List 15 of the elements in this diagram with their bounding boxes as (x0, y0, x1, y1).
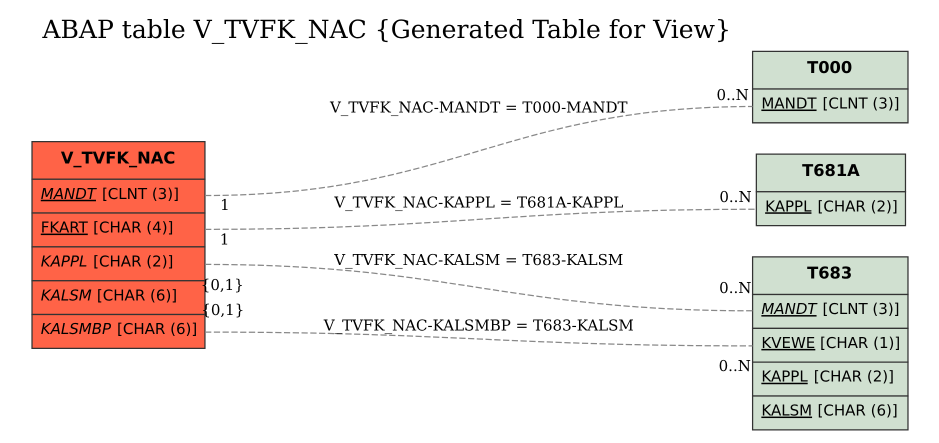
edge-label: V_TVFK_NAC-KAPPL = T681A-KAPPL (334, 194, 623, 212)
label: 0..N (718, 356, 750, 375)
label: 1 (219, 230, 229, 248)
edge-label: V_TVFK_NAC-MANDT = T000-MANDT (329, 98, 628, 116)
label: 0..N (718, 188, 752, 206)
edge-label: V_TVFK_NAC-KALSM = T683-KALSM (334, 251, 623, 270)
connector (204, 331, 752, 346)
connector (204, 208, 755, 230)
diagram-title: ABAP table V_TVFK_NAC {Generated Table for View} (42, 15, 730, 44)
label: 0..N (716, 86, 748, 104)
label: 0..N (718, 279, 751, 298)
connector (204, 264, 752, 312)
edge-label: V_TVFK_NAC-KALSMBP = T683-KALSM (323, 316, 634, 334)
label: 1 (220, 196, 230, 214)
connector (204, 106, 752, 196)
